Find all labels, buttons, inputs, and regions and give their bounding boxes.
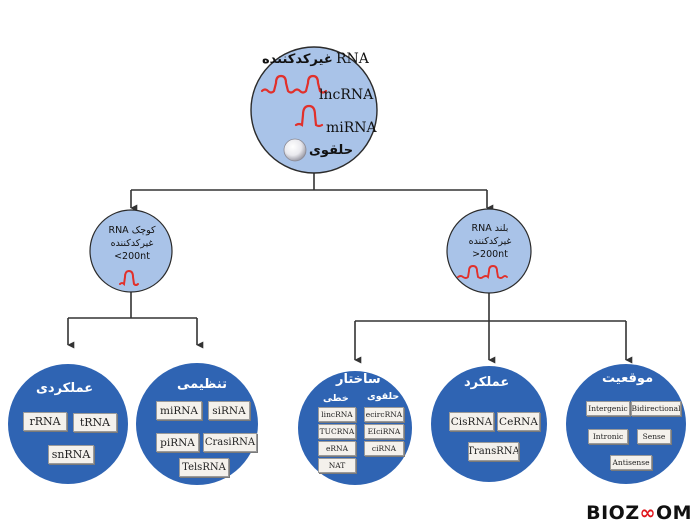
root-title-rna: RNA — [336, 51, 369, 67]
biozoom-logo: BIOZ∞OM — [586, 502, 692, 524]
circular-rna-icon — [283, 138, 307, 162]
function-item-transrna: TransRNA — [468, 442, 519, 461]
location-circle — [566, 364, 686, 484]
mirna-hairpin-icon — [294, 104, 324, 128]
small-connector — [68, 292, 197, 319]
long-line-2: غیرکدکننده — [468, 236, 512, 247]
root-item-mirna: miRNA — [326, 120, 377, 136]
long-line-1: RNA بلند — [471, 223, 509, 234]
small-line-2: غیرکدکننده — [110, 238, 154, 249]
location-item-antisense: Antisense — [610, 455, 652, 470]
functional-item-rrna: rRNA — [23, 412, 67, 431]
connectors — [67, 172, 633, 364]
structure-circular-ecircrna: ecircRNA — [364, 407, 404, 422]
logo-text-suffix: OM — [655, 502, 692, 524]
structure-linear-erna: eRNA — [318, 441, 356, 456]
functional-item-snrna: snRNA — [48, 445, 94, 464]
location-title: موقعیت — [602, 371, 654, 386]
regulatory-item-sirna: siRNA — [208, 401, 250, 420]
logo-text-prefix: BIOZ — [586, 502, 640, 524]
small-line-3: <200nt — [114, 251, 150, 262]
long-connector — [355, 293, 626, 322]
lncrna-hairpin-icon — [260, 74, 328, 94]
function-item-cisrna: CisRNA — [449, 412, 494, 431]
regulatory-item-crasirna: CrasiRNA — [203, 433, 257, 452]
location-item-intergenic: Intergenic — [586, 401, 630, 416]
functional-circle — [8, 364, 128, 484]
structure-title: ساختار — [336, 372, 381, 387]
structure-linear-lincrna: lincRNA — [318, 407, 356, 422]
location-item-bidirectional: Bidirectional — [631, 401, 681, 416]
root-title-noncoding: غیرکدکننده — [262, 52, 333, 67]
regulatory-item-pirna: piRNA — [156, 433, 199, 452]
structure-linear-tucrna: TUCRNA — [318, 424, 356, 439]
location-item-intronic: Intronic — [588, 429, 628, 444]
structure-circular-label: حلقوی — [367, 391, 400, 402]
functional-title: عملکردی — [36, 381, 94, 396]
function-item-cerna: CeRNA — [497, 412, 540, 431]
long-line-3: >200nt — [472, 249, 508, 260]
root-item-circular: حلقوی — [309, 143, 354, 158]
regulatory-item-mirna: miRNA — [156, 401, 202, 420]
regulatory-item-telsrna: TelsRNA — [179, 458, 229, 477]
location-item-sense: Sense — [637, 429, 671, 444]
logo-infinity-icon: ∞ — [639, 502, 656, 524]
structure-circular-eicirna: EIciRNA — [364, 424, 404, 439]
regulatory-circle — [136, 363, 258, 485]
structure-circular-cirna: ciRNA — [364, 441, 404, 456]
structure-linear-label: خطی — [323, 393, 349, 404]
function-title: عملکرد — [464, 375, 510, 390]
long-hairpin-icon — [457, 265, 508, 279]
small-line-1: RNA کوچک — [108, 225, 156, 236]
small-ncrna-circle — [89, 209, 173, 293]
root-connector — [131, 172, 487, 191]
root-item-lncrna: lncRNA — [319, 87, 374, 103]
small-hairpin-icon — [119, 269, 139, 287]
functional-item-trna: tRNA — [73, 413, 117, 432]
structure-linear-nat: NAT — [318, 458, 356, 473]
regulatory-title: تنظیمی — [177, 377, 228, 392]
